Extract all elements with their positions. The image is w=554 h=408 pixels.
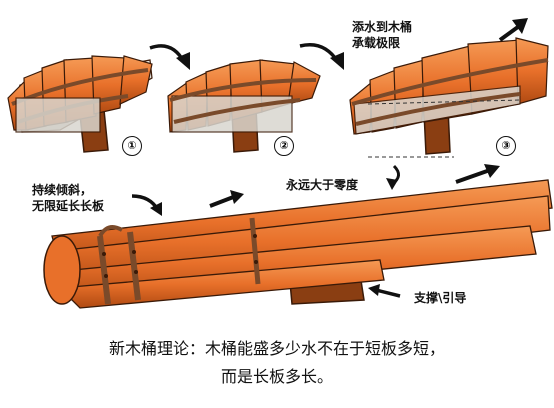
caption-line-2: 而是长板多长。 [220, 367, 333, 386]
barrel-band [351, 58, 549, 106]
label-support-guide: 支撑\引导 [414, 291, 467, 305]
arrowhead-icon [150, 202, 162, 216]
arrowhead-icon [368, 284, 380, 296]
panel-number-3: ③ [496, 136, 516, 156]
panel-3-barrel [349, 37, 549, 158]
arrowhead-icon [386, 178, 398, 190]
arrowhead-icon [484, 164, 500, 178]
barrel-band [127, 231, 141, 301]
label-keep-tilting-1: 持续倾斜， [32, 183, 93, 197]
right-arrow-icon [209, 194, 237, 208]
panel-number-2: ② [274, 136, 294, 156]
barrel-band [249, 217, 261, 285]
barrel-band [169, 78, 317, 102]
barrel-band [97, 235, 111, 305]
caption-line-1: 新木桶理论：木桶能盛多少水不在于短板多短， [108, 339, 445, 358]
panel-2-barrel [167, 59, 321, 153]
label-always-above-zero: 永远大于零度 [286, 178, 359, 192]
label-fill-to-barrel-1: 添水到木桶 [352, 20, 413, 34]
label-fill-to-barrel-2: 承载极限 [352, 36, 401, 50]
arrowhead-icon [230, 190, 244, 204]
label-keep-tilting-2: 无限延长长板 [32, 199, 105, 213]
arrowhead-icon [512, 18, 528, 34]
panel-1-barrel [7, 55, 153, 153]
arrowhead-icon [330, 52, 344, 70]
right-arrow-icon [455, 168, 491, 184]
left-arrow-icon [375, 288, 401, 298]
barrel-handle [98, 225, 123, 238]
panel-number-1: ① [122, 136, 142, 156]
barrel-band [173, 98, 301, 124]
water-level-line [367, 99, 521, 105]
arrowhead-icon [176, 52, 190, 70]
long-barrel [43, 179, 553, 309]
barrel-band [355, 92, 521, 126]
barrel-end [43, 235, 81, 305]
